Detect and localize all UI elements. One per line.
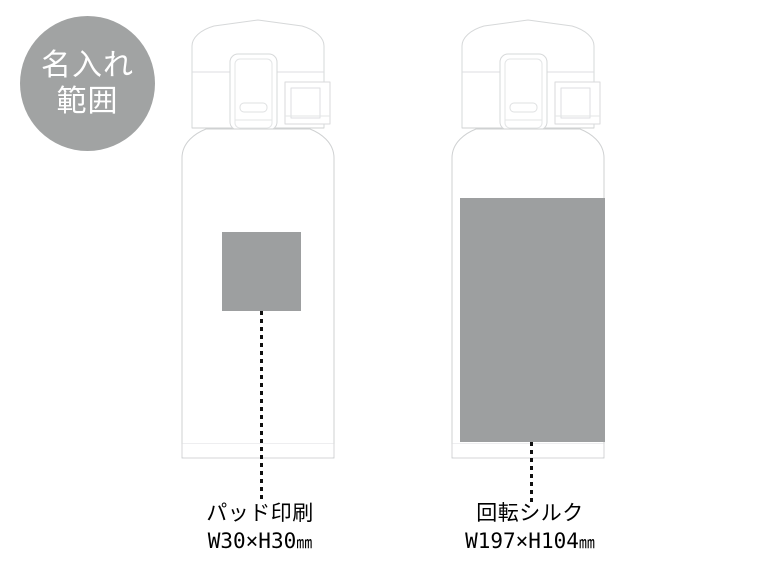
- print-area-pad-print: [222, 232, 301, 311]
- badge-line-1: 名入れ: [41, 47, 134, 83]
- caption-method-name: 回転シルク: [476, 501, 584, 525]
- print-range-badge: 名入れ 範囲: [20, 16, 155, 151]
- caption-method-name: パッド印刷: [206, 501, 314, 525]
- bottle-illustration-rotary-silk: 回転シルク W197×H104㎜: [400, 0, 660, 570]
- caption-method-size: W30×H30㎜: [130, 527, 390, 557]
- caption-size-value: W30×H30: [207, 529, 297, 553]
- bottle-illustration-pad-print: パッド印刷 W30×H30㎜: [130, 0, 390, 570]
- caption-size-unit: ㎜: [296, 533, 313, 552]
- leader-line-pad-print: [260, 311, 263, 503]
- caption-rotary-silk: 回転シルク W197×H104㎜: [400, 500, 660, 557]
- caption-size-unit: ㎜: [578, 533, 595, 552]
- caption-size-value: W197×H104: [465, 529, 579, 553]
- caption-pad-print: パッド印刷 W30×H30㎜: [130, 500, 390, 557]
- leader-line-rotary-silk: [530, 442, 533, 503]
- print-area-rotary-silk: [460, 198, 605, 442]
- caption-method-size: W197×H104㎜: [400, 527, 660, 557]
- badge-line-2: 範囲: [56, 83, 119, 119]
